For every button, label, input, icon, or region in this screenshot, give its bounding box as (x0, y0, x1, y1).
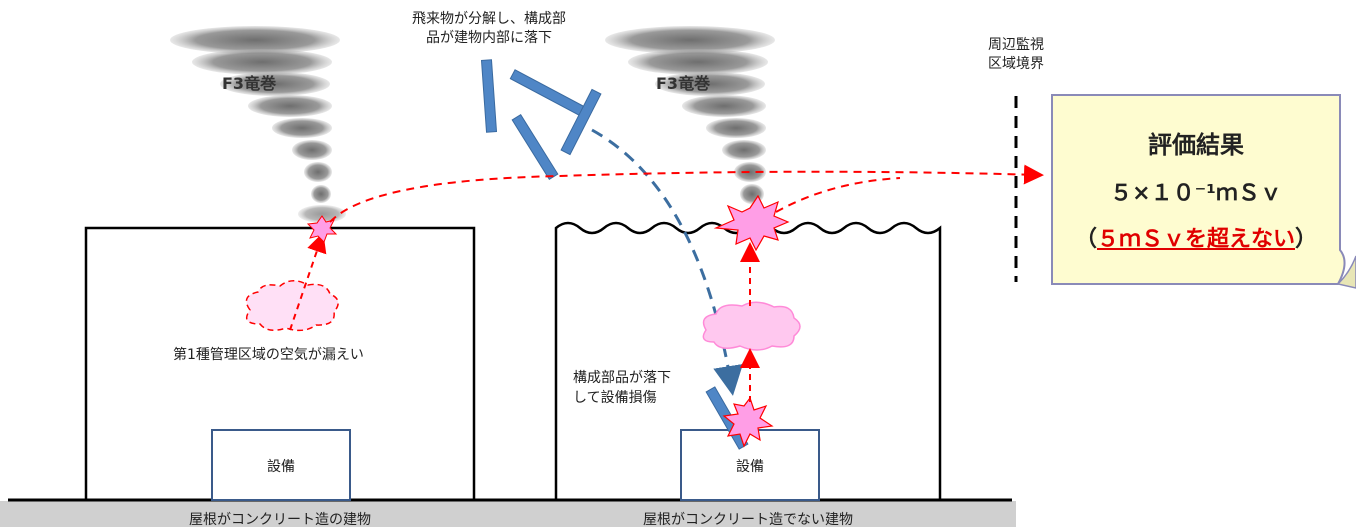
breach-burst-left (306, 215, 338, 243)
boundary-label-line2: 区域境界 (988, 56, 1044, 72)
release-path-right (775, 177, 901, 213)
equipment-box-right (680, 429, 820, 501)
debris-note-line1: 飛来物が分解し、構成部 (412, 11, 566, 27)
tornado-left-label: F3竜巻 (222, 74, 277, 93)
result-note-close: ） (1295, 227, 1318, 252)
equipment-right-label: 設備 (736, 459, 764, 475)
result-note-line: （５ｍＳｖを超えない） (1052, 221, 1340, 253)
result-note: 評価結果 ５×１０⁻¹ｍＳｖ （５ｍＳｖを超えない） (1052, 95, 1340, 285)
tornado-left-icon (170, 26, 346, 223)
boundary-label-line1: 周辺監視 (988, 37, 1044, 53)
breach-burst-right (713, 194, 790, 252)
leak-label: 第1種管理区域の空気が漏えい (173, 347, 364, 363)
result-note-fold (1336, 255, 1356, 289)
ground-label-left: 屋根がコンクリート造の建物 (189, 512, 371, 528)
ground-label-right: 屋根がコンクリート造でない建物 (643, 512, 853, 528)
leak-arrow-left (289, 232, 327, 331)
debris-note: 飛来物が分解し、構成部 品が建物内部に落下 (406, 10, 572, 48)
parts-fall-line1: 構成部品が落下 (573, 370, 671, 386)
result-value: ５×１０⁻¹ｍＳｖ (1110, 181, 1282, 206)
result-note-open: （ (1074, 227, 1097, 252)
debris-note-line2: 品が建物内部に落下 (426, 30, 552, 46)
result-title: 評価結果 (1148, 131, 1244, 159)
debris-piece (480, 59, 498, 133)
debris-piece (509, 69, 587, 117)
equipment-left-label: 設備 (267, 459, 295, 475)
debris-fall-path (591, 128, 744, 396)
result-note-main: ５ｍＳｖを超えない (1096, 227, 1295, 252)
parts-fall-label: 構成部品が落下 して設備損傷 (573, 368, 671, 408)
release-path-left (329, 164, 1044, 223)
leak-cloud-left (245, 280, 339, 332)
boundary-label: 周辺監視 区域境界 (968, 36, 1064, 74)
ground-strip (0, 501, 1016, 527)
tornado-right-icon (605, 26, 775, 204)
tornado-right-label: F3竜巻 (656, 74, 711, 93)
damage-burst-equipment (722, 396, 774, 448)
leak-cloud-right (702, 301, 801, 351)
equipment-box-left (211, 429, 351, 501)
parts-fall-line2: して設備損傷 (573, 390, 657, 406)
debris-piece (560, 88, 602, 156)
debris-piece (511, 113, 559, 181)
